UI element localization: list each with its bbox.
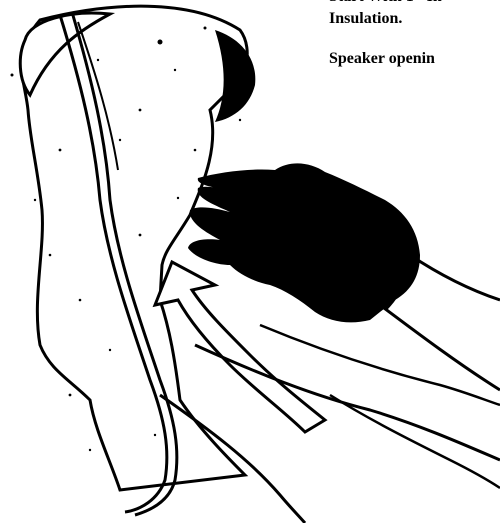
forearm-lower	[380, 305, 500, 390]
caption-line-3: Speaker openin	[329, 48, 500, 70]
caption-gap	[329, 30, 500, 48]
forearm-upper	[410, 255, 500, 300]
flow-stroke-4	[330, 395, 500, 488]
caption-line-1: Start With 1" In	[329, 0, 500, 8]
caption-line-2: Insulation.	[329, 8, 500, 30]
gloved-hand-icon	[188, 163, 420, 322]
caption-block: Start With 1" In Insulation. Speaker ope…	[329, 0, 500, 70]
